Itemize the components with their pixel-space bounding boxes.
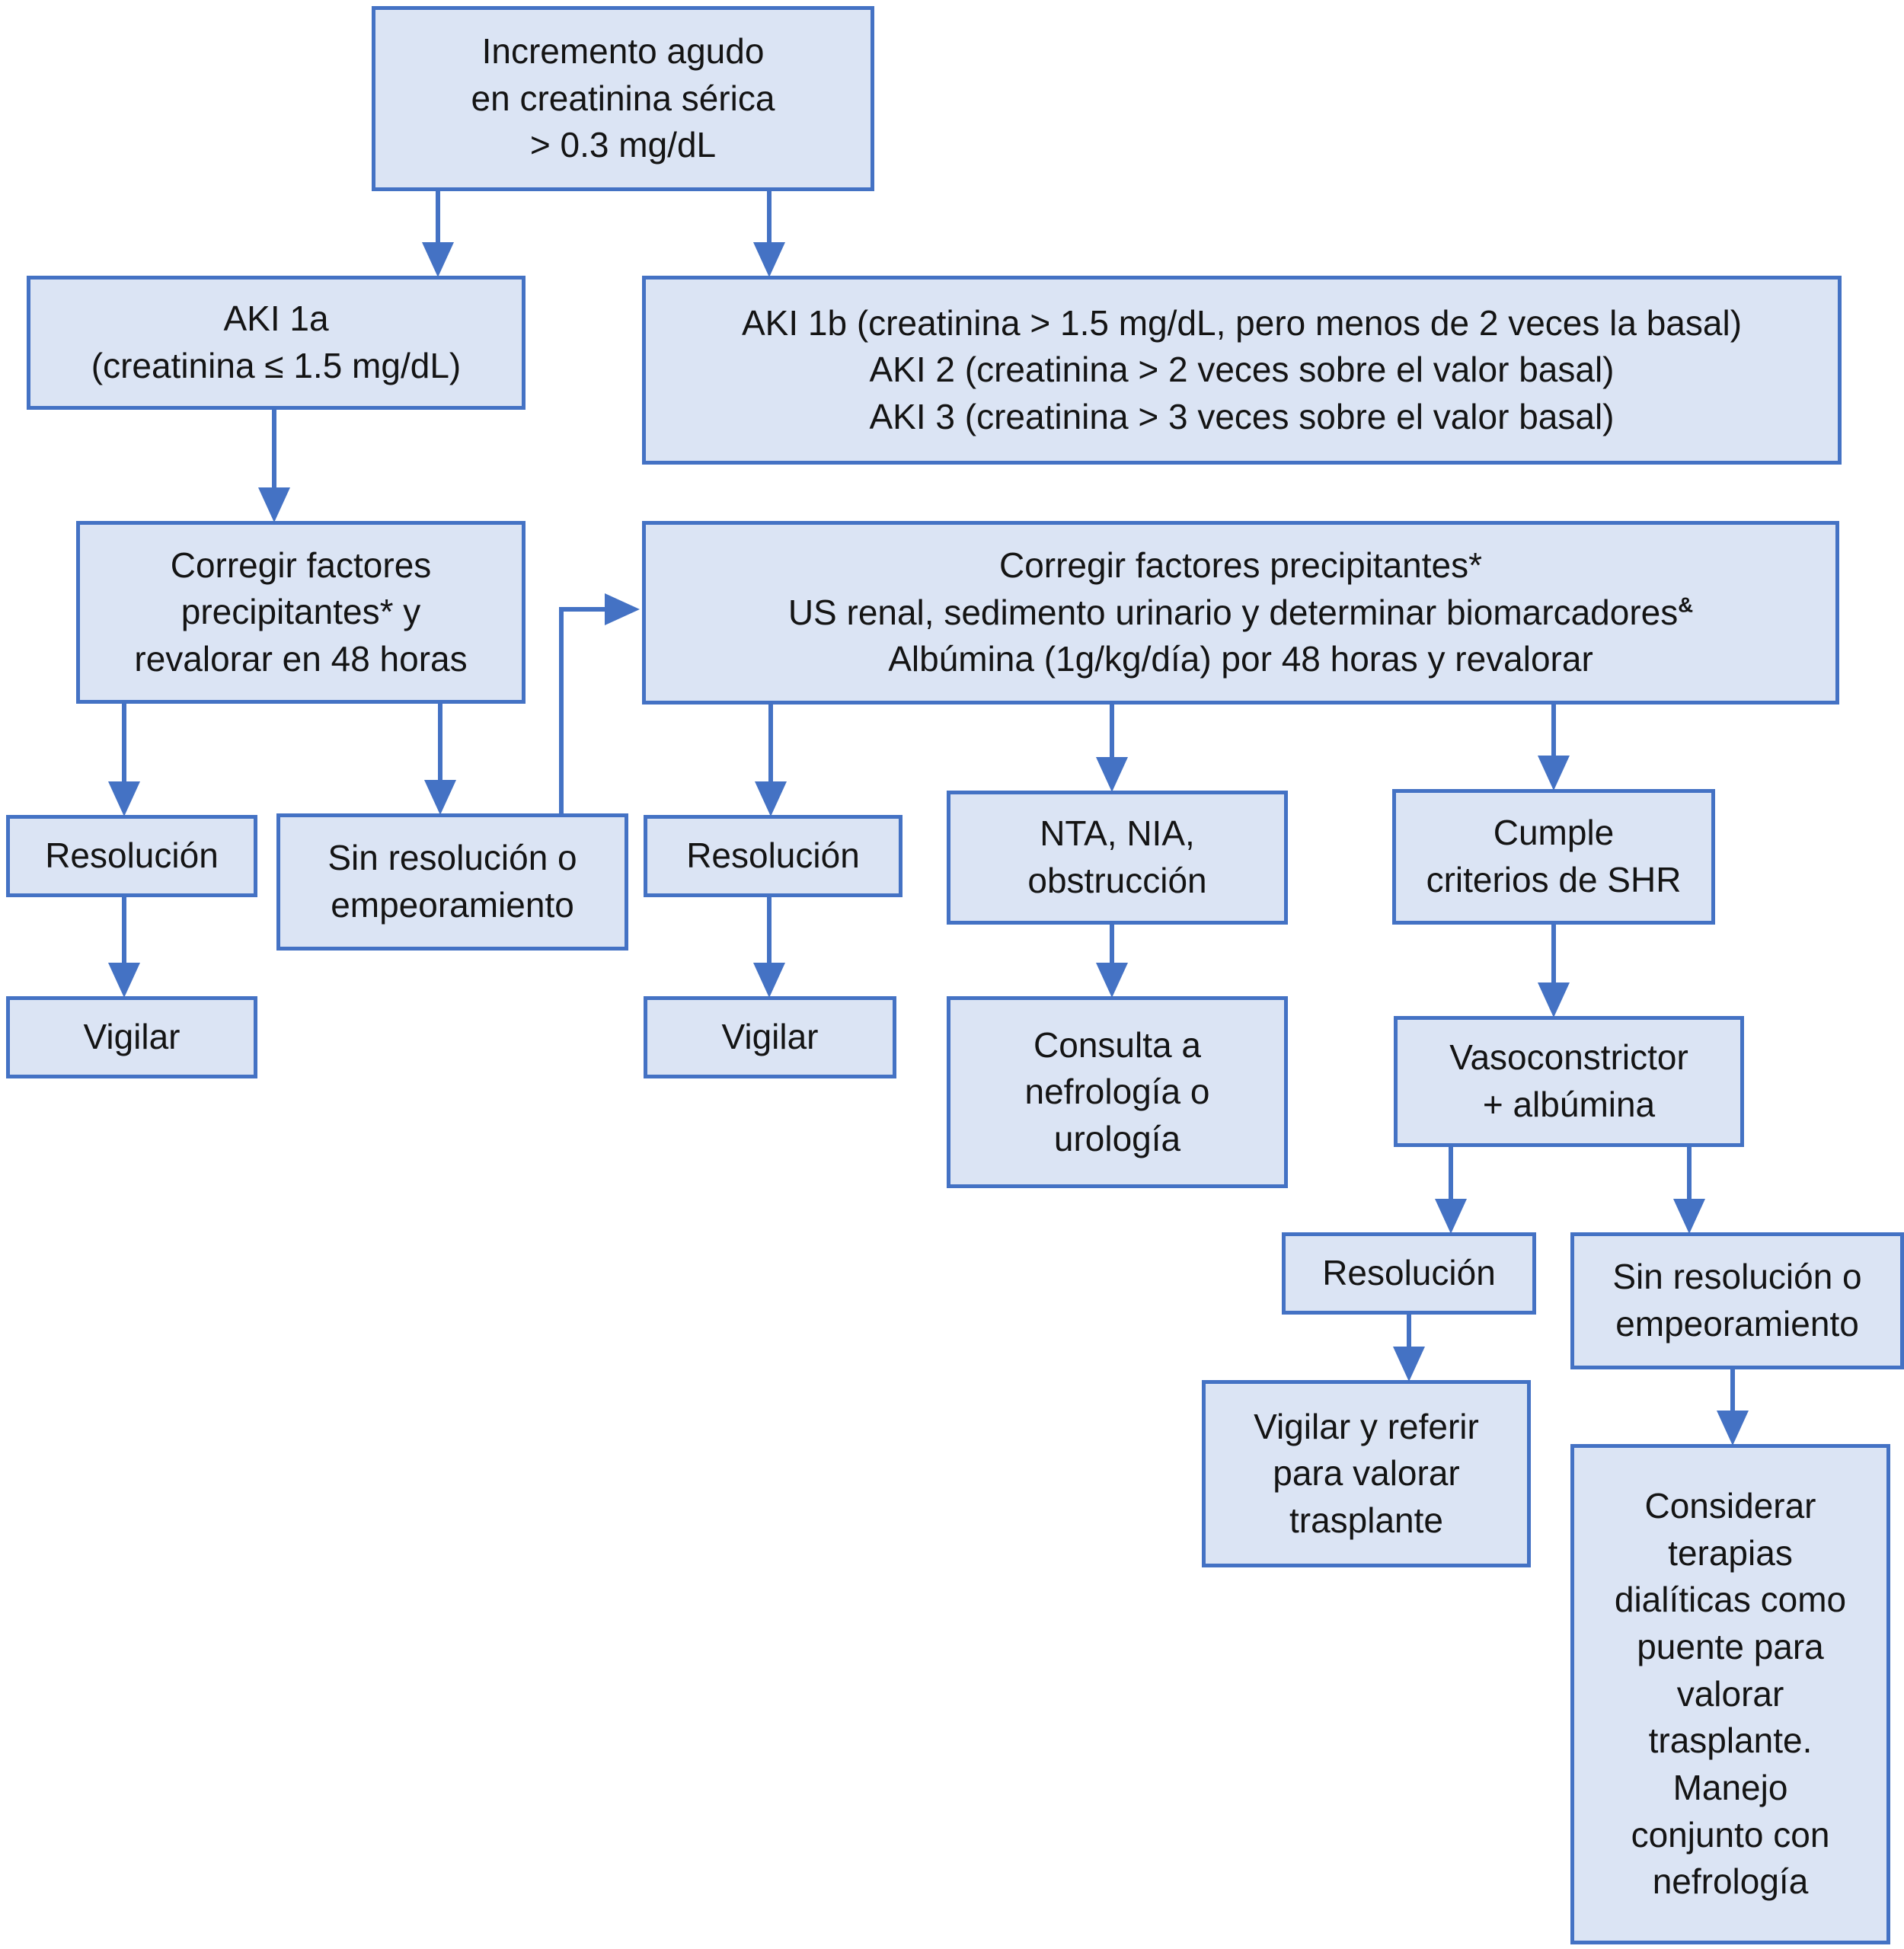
node-line: Vasoconstrictor: [1449, 1037, 1688, 1078]
node-vigilar-2: Vigilar: [644, 996, 896, 1078]
arrowhead-down-icon: [258, 487, 290, 522]
node-vigilar-1: Vigilar: [6, 996, 257, 1078]
node-line: Resolución: [686, 836, 860, 876]
arrowhead-down-icon: [753, 963, 785, 998]
node-line: trasplante: [1289, 1500, 1443, 1540]
node-nta-nia-obstruccion: NTA, NIA, obstrucción: [947, 791, 1288, 925]
node-line: Vigilar: [721, 1017, 819, 1057]
arrowhead-right-icon: [605, 593, 640, 625]
node-line: empeoramiento: [331, 885, 574, 925]
node-line: terapias: [1668, 1532, 1793, 1573]
node-line: nefrología o: [1024, 1072, 1210, 1112]
node-line: NTA, NIA,: [1040, 813, 1195, 854]
node-line: Cumple: [1493, 813, 1615, 853]
node-line: Corregir factores precipitantes*: [998, 545, 1483, 586]
arrowhead-down-icon: [1435, 1199, 1467, 1234]
arrowhead-down-icon: [1538, 982, 1570, 1018]
node-line: Sin resolución o: [327, 838, 577, 878]
arrowhead-down-icon: [755, 781, 787, 816]
arrowhead-down-icon: [1538, 756, 1570, 791]
arrowhead-down-icon: [422, 242, 454, 277]
arrowhead-down-icon: [1717, 1411, 1749, 1446]
node-resolucion-1: Resolución: [6, 815, 257, 897]
node-line: Corregir factores: [170, 545, 432, 585]
node-line: US renal, sedimento urinario y determina…: [788, 589, 1693, 637]
node-aki-1a: AKI 1a (creatinina ≤ 1.5 mg/dL): [27, 276, 526, 410]
arrowhead-down-icon: [1096, 757, 1128, 792]
node-line: (creatinina ≤ 1.5 mg/dL): [91, 346, 462, 385]
node-line: AKI 2 (creatinina > 2 veces sobre el val…: [869, 350, 1615, 390]
arrowhead-down-icon: [108, 963, 140, 998]
node-cumple-criterios-shr: Cumple criterios de SHR: [1392, 789, 1715, 925]
node-vigilar-referir-trasplante: Vigilar y referir para valorar trasplant…: [1202, 1380, 1531, 1567]
node-corregir-factores-izquierda: Corregir factores precipitantes* y reval…: [76, 521, 526, 704]
node-incremento-agudo: Incremento agudo en creatinina sérica > …: [372, 6, 874, 191]
node-line: Resolución: [1322, 1253, 1496, 1293]
node-sin-resolucion-1: Sin resolución o empeoramiento: [276, 813, 628, 951]
node-line: valorar: [1676, 1673, 1784, 1714]
arrowhead-down-icon: [424, 780, 456, 815]
node-line: empeoramiento: [1615, 1304, 1859, 1344]
node-line: criterios de SHR: [1426, 860, 1682, 899]
node-line: urología: [1053, 1118, 1181, 1158]
arrowhead-down-icon: [1096, 963, 1128, 998]
node-line: trasplante.: [1648, 1721, 1813, 1761]
arrowhead-down-icon: [108, 781, 140, 816]
node-line: revalorar en 48 horas: [134, 638, 468, 679]
node-line: precipitantes* y: [180, 592, 421, 632]
node-line: AKI 3 (creatinina > 3 veces sobre el val…: [869, 396, 1615, 436]
node-line: Vigilar y referir: [1254, 1406, 1479, 1446]
node-line: Vigilar: [83, 1017, 180, 1057]
ampersand-superscript: &: [1678, 593, 1694, 617]
node-resolucion-3: Resolución: [1282, 1232, 1536, 1315]
node-line: + albúmina: [1482, 1085, 1656, 1124]
node-resolucion-2: Resolución: [644, 815, 902, 897]
node-line-text: US renal, sedimento urinario y determina…: [787, 592, 1679, 632]
node-corregir-factores-derecha: Corregir factores precipitantes* US rena…: [642, 521, 1839, 705]
node-line: Resolución: [45, 836, 219, 876]
node-line: Incremento agudo: [481, 31, 765, 72]
node-line: Manejo: [1672, 1767, 1788, 1807]
node-line: Consulta a: [1033, 1024, 1201, 1065]
arrowhead-down-icon: [1673, 1199, 1705, 1234]
node-sin-resolucion-2: Sin resolución o empeoramiento: [1570, 1232, 1904, 1369]
node-line: en creatinina sérica: [471, 78, 775, 118]
node-line: Sin resolución o: [1612, 1257, 1862, 1297]
node-aki-1b-2-3: AKI 1b (creatinina > 1.5 mg/dL, pero men…: [642, 276, 1842, 465]
node-vasoconstrictor-albumina: Vasoconstrictor + albúmina: [1394, 1016, 1744, 1147]
arrowhead-down-icon: [1393, 1347, 1425, 1382]
node-line: AKI 1b (creatinina > 1.5 mg/dL, pero men…: [741, 302, 1743, 343]
node-line: nefrología: [1652, 1861, 1809, 1902]
node-line: > 0.3 mg/dL: [529, 125, 717, 165]
node-line: obstrucción: [1027, 861, 1207, 900]
node-considerar-terapias-dialiticas: Considerar terapias dialíticas como puen…: [1570, 1444, 1890, 1944]
node-line: para valorar: [1273, 1453, 1460, 1494]
node-line: puente para: [1637, 1627, 1824, 1667]
node-line: AKI 1a: [223, 299, 329, 339]
arrowhead-down-icon: [753, 242, 785, 277]
node-consulta-nefrologia-urologia: Consulta a nefrología o urología: [947, 996, 1288, 1188]
node-line: Considerar: [1644, 1486, 1816, 1526]
node-line: Albúmina (1g/kg/día) por 48 horas y reva…: [888, 639, 1593, 679]
node-line: dialíticas como: [1614, 1580, 1847, 1620]
node-line: conjunto con: [1631, 1814, 1830, 1855]
